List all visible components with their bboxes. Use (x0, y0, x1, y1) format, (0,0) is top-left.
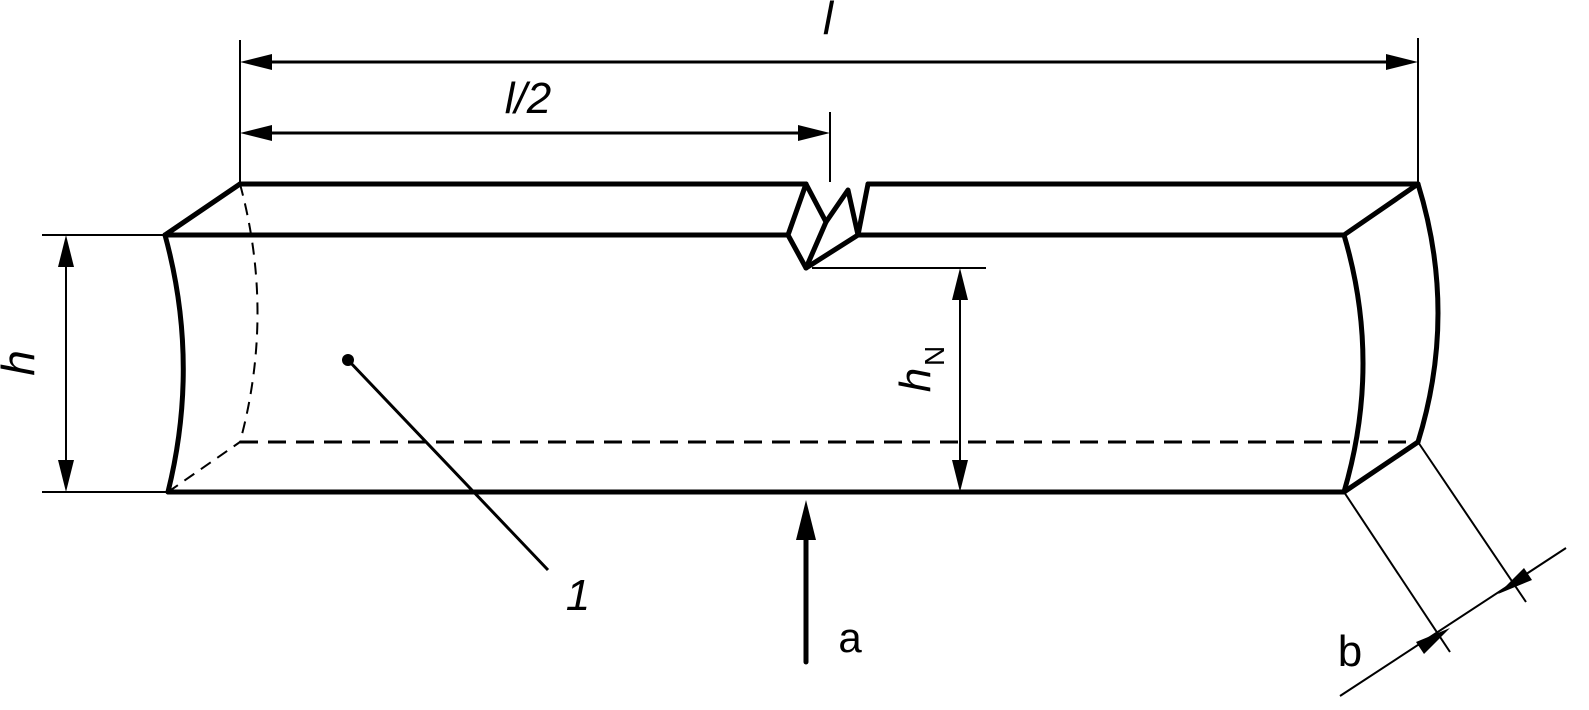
dimension-length: l (239, 0, 1419, 184)
dimension-half-length: l/2 (240, 74, 831, 182)
v-notch (785, 181, 871, 271)
right-front-curve (1341, 232, 1366, 495)
height-label: h (0, 350, 44, 376)
dimension-notch-height: h N (812, 267, 986, 492)
right-top-end-edge (1341, 181, 1421, 238)
left-hidden-bottom-edge (167, 441, 241, 493)
length-label: l (823, 0, 835, 44)
notch-height-subscript: N (919, 346, 950, 366)
left-hidden-curve (239, 183, 259, 443)
specimen-body (162, 181, 1441, 495)
width-label: b (1338, 627, 1362, 676)
right-back-curve (1415, 181, 1441, 445)
half-length-label: l/2 (505, 74, 551, 123)
part-number-label: 1 (566, 571, 590, 620)
direction-arrow: a (796, 500, 862, 665)
notch-height-label: h (891, 368, 940, 392)
dimension-height: h (0, 234, 168, 493)
part-leader: 1 (342, 354, 590, 620)
dimension-width: b (1338, 441, 1567, 697)
left-end-curve (162, 232, 186, 495)
direction-label: a (838, 614, 862, 661)
left-top-end-edge (162, 181, 243, 238)
right-bottom-end-edge (1341, 439, 1421, 495)
